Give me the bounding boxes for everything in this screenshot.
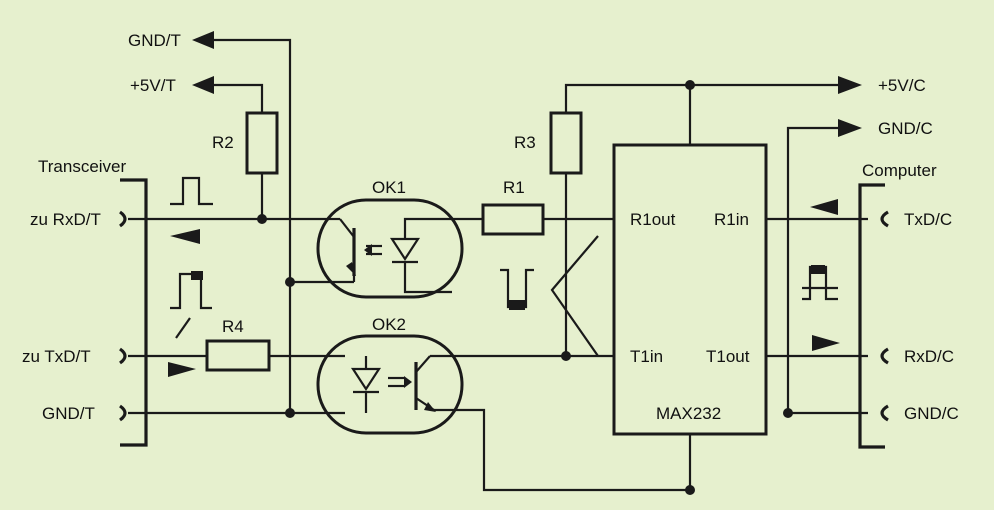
- wires: [128, 38, 868, 492]
- rxd-c-port-label: RxD/C: [904, 347, 954, 366]
- rxd-c-direction-arrow-icon: [812, 335, 840, 351]
- vcc-c-arrow-icon: [838, 76, 862, 94]
- ok2-emitter-arrow-icon: [424, 402, 436, 412]
- gnd-t-port-icon: [119, 404, 127, 422]
- junction-dot: [783, 408, 793, 418]
- r4-label: R4: [222, 317, 244, 336]
- vcc-t-wire: [205, 83, 264, 113]
- ok1-led-top-wire: [403, 217, 483, 225]
- gnd-c-rail-label: GND/C: [878, 119, 933, 138]
- r1-label: R1: [503, 178, 525, 197]
- r1out-pin-label: R1out: [630, 210, 676, 229]
- ic-name-label: MAX232: [656, 404, 721, 423]
- signal-arrows: [168, 199, 840, 377]
- pulse-marker-icon: [191, 271, 203, 280]
- gnd-c-port-icon: [880, 404, 889, 422]
- resistor-r4: [205, 339, 271, 372]
- resistors: [205, 111, 583, 372]
- rxd-t-direction-arrow-icon: [170, 229, 200, 244]
- ok2-emitter-wire: [434, 408, 690, 492]
- txd-c-port-label: TxD/C: [904, 210, 952, 229]
- gnd-t-rail-label: GND/T: [128, 31, 181, 50]
- t1out-pin-label: T1out: [706, 347, 750, 366]
- rxd-c-port-icon: [880, 347, 889, 365]
- txd-t-port-icon: [119, 347, 127, 365]
- vcc-t-arrow-icon: [192, 76, 214, 94]
- ok2-label: OK2: [372, 315, 406, 334]
- junctions: [257, 80, 793, 495]
- vcc-t-rail-label: +5V/T: [130, 76, 176, 95]
- r3-top-wire: [564, 83, 838, 113]
- max232-ic: [612, 143, 768, 436]
- pulse-marker-icon: [811, 265, 825, 274]
- gnd-t-rail: [205, 38, 292, 413]
- resistor-r1: [481, 203, 545, 236]
- ok1-outline: [316, 198, 464, 299]
- labels: GND/T +5V/T +5V/C GND/C Transceiver Comp…: [22, 31, 959, 423]
- ok1-emitter-arrow-icon: [346, 262, 356, 276]
- gnd-c-arrow-icon: [838, 119, 862, 137]
- gnd-c-rail: [786, 126, 838, 413]
- resistor-r2: [245, 111, 279, 175]
- junction-dot: [285, 277, 295, 287]
- resistor-r3: [549, 111, 583, 175]
- junction-dot: [285, 408, 295, 418]
- ok1-label: OK1: [372, 178, 406, 197]
- ok1-collector: [339, 218, 355, 238]
- txd-t-port-label: zu TxD/T: [22, 347, 91, 366]
- computer-bracket: [858, 183, 885, 449]
- computer-label: Computer: [862, 161, 937, 180]
- junction-dot: [685, 80, 695, 90]
- junction-dot: [685, 485, 695, 495]
- junction-dot: [257, 214, 267, 224]
- rxd-t-port-label: zu RxD/T: [30, 210, 101, 229]
- pulse-marker-icon: [509, 300, 525, 310]
- optocoupler-ok2: [316, 334, 464, 435]
- zigzag-annotation-icon: [550, 235, 599, 357]
- r3-label: R3: [514, 133, 536, 152]
- transceiver-label: Transceiver: [38, 157, 127, 176]
- txd-c-direction-arrow-icon: [810, 199, 838, 215]
- ok2-outline: [316, 334, 464, 435]
- rxd-t-port-icon: [119, 210, 127, 228]
- ok1-light-arrow-icon: [364, 244, 372, 256]
- ok2-led-icon: [350, 367, 382, 392]
- ok1-led-icon: [389, 237, 421, 262]
- rail-arrows: [192, 31, 862, 137]
- t1in-pin-label: T1in: [630, 347, 663, 366]
- r2-label: R2: [212, 133, 234, 152]
- vcc-c-rail-label: +5V/C: [878, 76, 926, 95]
- transceiver-bracket: [120, 178, 148, 447]
- pulse-waveform-icon: [170, 272, 212, 310]
- r1in-pin-label: R1in: [714, 210, 749, 229]
- optocoupler-ok1: [316, 198, 464, 299]
- gnd-t-arrow-icon: [192, 31, 214, 49]
- ok2-light-arrow-icon: [404, 376, 412, 388]
- gnd-t-port-label: GND/T: [42, 404, 95, 423]
- pulse-waveform-icon: [170, 176, 213, 206]
- junction-dot: [561, 351, 571, 361]
- txd-c-port-icon: [880, 210, 889, 228]
- ok2-collector: [415, 355, 431, 373]
- gnd-c-port-label: GND/C: [904, 404, 959, 423]
- txd-t-direction-arrow-icon: [168, 362, 196, 377]
- waveforms: [170, 176, 838, 357]
- pulse-slash-icon: [175, 317, 191, 339]
